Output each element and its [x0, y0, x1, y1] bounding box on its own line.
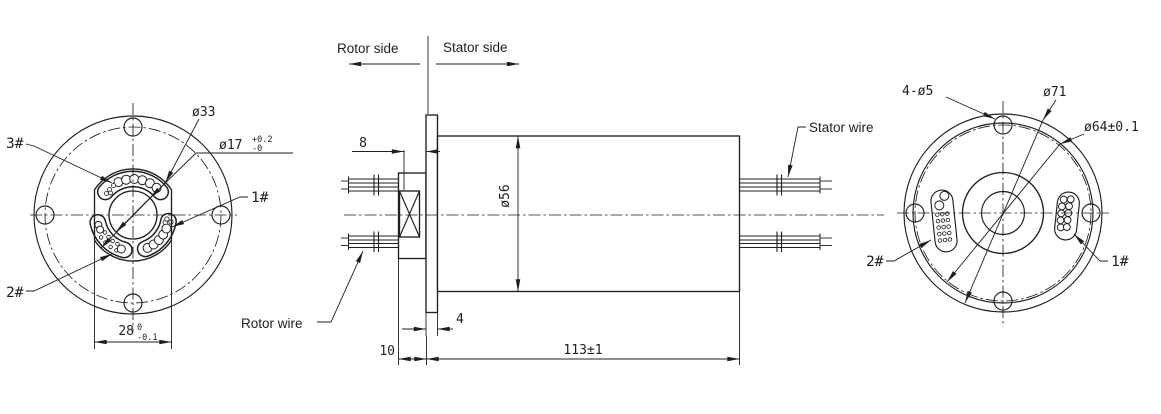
stator-body-outline: [436, 135, 741, 293]
ring2-label-rear: 2#: [866, 254, 884, 270]
flange-dia-leader-2: [964, 119, 1044, 304]
flange-outline: [425, 114, 439, 314]
rear-mount-hole-top: [993, 115, 1013, 135]
bore-dia-label: ø17: [219, 138, 242, 153]
ring2-label-front: 2#: [6, 285, 24, 301]
shaft-section-cross-2: [398, 190, 421, 238]
boss-dia-label: ø33: [192, 105, 215, 120]
lead-wires: [341, 174, 832, 252]
flange-dia-leader-1: [1042, 99, 1057, 121]
ring1-label-front: 1#: [251, 190, 269, 206]
ring3-leader: [25, 143, 113, 184]
rear-terminal-dots: [934, 190, 1075, 243]
front-flange-outline: [33, 115, 233, 315]
stator-wire-label: Stator wire: [809, 120, 874, 135]
rear-boss-outline: [961, 171, 1045, 255]
rear-view: 4-ø5 ø71 ø64±0.1 2# 1#: [866, 84, 1139, 327]
register-dia-leader-2: [946, 143, 1061, 283]
flange-dia-label: ø71: [1043, 85, 1066, 100]
rear-mount-hole-bottom: [993, 291, 1013, 311]
body-dia-label: ø56: [498, 184, 513, 207]
rotor-length-label: 10: [379, 344, 395, 359]
rear-bore-outline: [980, 190, 1026, 236]
rotor-wire-leader: [317, 250, 364, 323]
bore-tolerance-lower: -0: [252, 144, 262, 154]
rear-flange-outline: [903, 113, 1103, 313]
stator-wire-leader: [787, 126, 806, 178]
rear-mount-hole-left: [905, 203, 925, 223]
boss-dia-leader-1: [165, 118, 200, 183]
ring3-label: 3#: [6, 136, 24, 152]
register-dia-leader-1: [1059, 133, 1085, 145]
flats-dimension-label: 28: [118, 324, 134, 339]
rotor-side-label: Rotor side: [337, 41, 399, 56]
section-view: Rotor side Stator side ø56 8 4: [241, 36, 884, 365]
body-length-label: 113±1: [563, 343, 602, 358]
front-view: 28 0 -0.1 ø33 ø17 +0.2 -0 3# 2# 1#: [6, 103, 293, 349]
rear-mount-hole-right: [1081, 203, 1101, 223]
stator-side-label: Stator side: [443, 40, 508, 55]
ring2-leader-front: [26, 253, 113, 292]
front-bolt-circle: [44, 126, 222, 304]
bore-dia-leader-2: [115, 197, 151, 233]
front-mount-hole-left: [35, 205, 55, 225]
ring2-leader-rear: [886, 239, 932, 262]
flange-thickness-label: 4: [456, 312, 464, 327]
front-mount-hole-right: [211, 205, 231, 225]
ring1-label-rear: 1#: [1111, 254, 1129, 270]
ring1-leader-rear: [1073, 233, 1108, 262]
front-mount-hole-bottom: [123, 293, 143, 313]
bore-tolerance-upper: +0.2: [252, 135, 272, 145]
bore-dia-leader-1: [149, 152, 197, 199]
flats-tolerance-upper: 0: [137, 323, 142, 333]
mount-holes-leader: [945, 96, 996, 120]
rear-bolt-circle: [914, 124, 1092, 302]
ring1-leader-front: [171, 196, 248, 228]
rear-register-circle: [912, 122, 1094, 304]
hub-length-label: 8: [359, 136, 367, 151]
front-mount-hole-top: [123, 117, 143, 137]
front-contact-pin-dots: [94, 174, 174, 254]
flats-tolerance-lower: -0.1: [137, 333, 157, 343]
register-dia-label: ø64±0.1: [1084, 120, 1139, 135]
front-bore-outline: [108, 190, 158, 240]
rotor-wire-label: Rotor wire: [241, 316, 303, 331]
mount-holes-label: 4-ø5: [902, 84, 933, 99]
